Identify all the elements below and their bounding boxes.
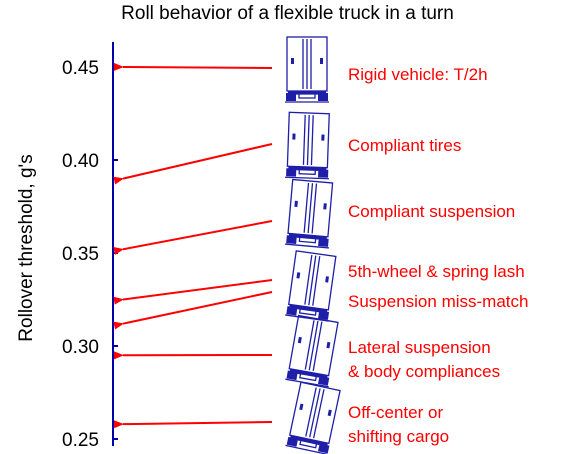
condition-label: Suspension miss-match <box>348 292 528 311</box>
condition-label: Rigid vehicle: T/2h <box>348 65 488 84</box>
truck-illustrations <box>284 36 341 454</box>
condition-label: 5th-wheel & spring lash <box>348 262 525 281</box>
tick-label: 0.45 <box>62 58 99 79</box>
page-title: Roll behavior of a flexible truck in a t… <box>121 3 454 24</box>
tick-label: 0.35 <box>62 244 99 265</box>
tick-label: 0.40 <box>62 151 99 172</box>
threshold-arrow <box>113 279 273 305</box>
truck-rear-icon <box>285 381 341 454</box>
threshold-arrow <box>113 420 273 429</box>
truck-rear-icon <box>285 250 337 322</box>
condition-label: Compliant suspension <box>348 202 515 221</box>
condition-label: & body compliances <box>348 362 500 381</box>
threshold-axis: 0.45 0.40 0.35 0.30 0.25 <box>62 42 118 451</box>
truck-rear-icon <box>285 314 339 388</box>
tick-label: 0.30 <box>62 337 99 358</box>
truck-rear-icon <box>285 178 334 249</box>
arrows <box>113 62 273 429</box>
threshold-arrow <box>113 62 273 71</box>
condition-label: Off-center or <box>348 403 443 422</box>
condition-label: shifting cargo <box>348 427 449 446</box>
threshold-arrow <box>113 143 273 185</box>
condition-label: Compliant tires <box>348 136 461 155</box>
tick-label: 0.25 <box>62 430 99 451</box>
truck-rear-icon <box>284 111 330 180</box>
truck-rear-icon <box>285 36 329 103</box>
condition-label: Lateral suspension <box>348 338 491 357</box>
threshold-arrow <box>113 291 273 330</box>
threshold-arrow <box>113 220 273 255</box>
